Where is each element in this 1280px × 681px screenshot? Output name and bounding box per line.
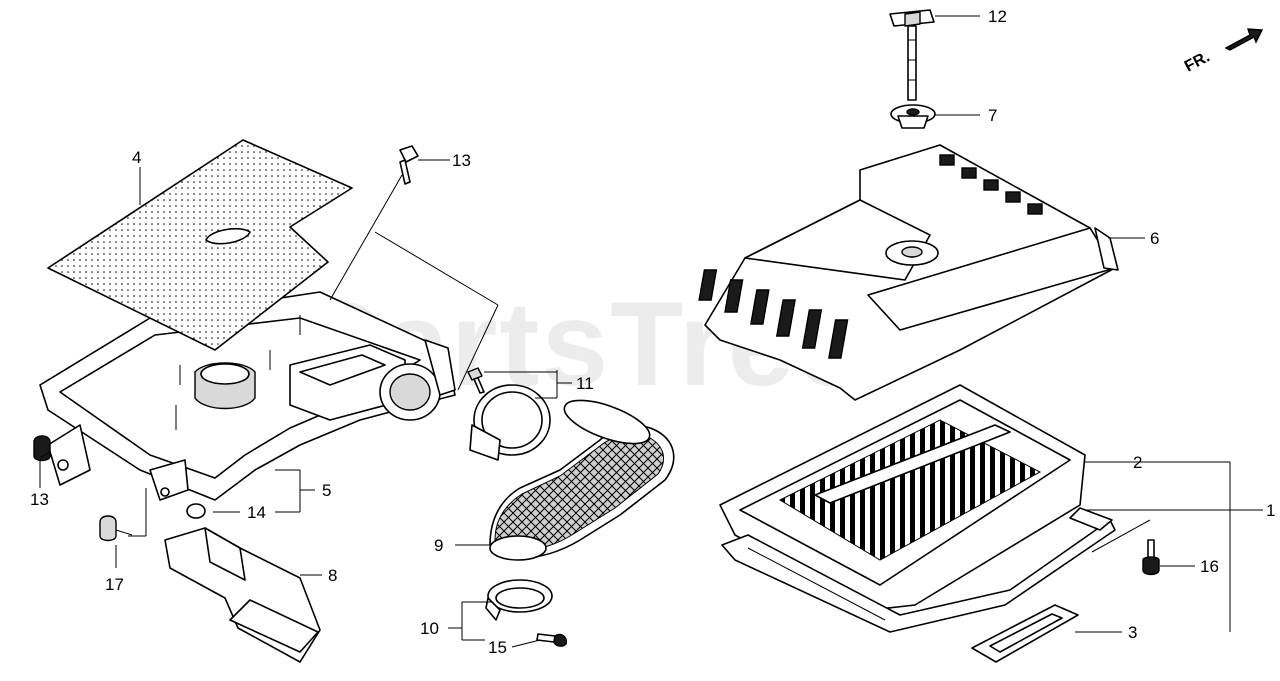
filter-sheet-part-4 <box>47 139 353 351</box>
bolt-11 <box>467 367 485 394</box>
bolt-15 <box>536 633 568 647</box>
air-cleaner-lower-housing <box>39 291 456 501</box>
bolt-13-upper <box>399 145 419 185</box>
intake-duct-part-8 <box>164 527 321 663</box>
callout-12: 12 <box>988 7 1007 26</box>
front-direction-indicator: FR. <box>1182 28 1264 76</box>
cover-vent-slots <box>698 154 1043 359</box>
callout-2: 2 <box>1133 453 1142 472</box>
bolt-16 <box>1142 539 1160 576</box>
callout-13-left: 13 <box>30 490 49 509</box>
direction-label: FR. <box>1182 48 1213 75</box>
leader-lines <box>39 15 1263 648</box>
callout-labels: 4 13 13 14 5 17 8 11 9 10 15 12 7 6 2 1 … <box>30 7 1275 657</box>
bolt-13-left <box>33 435 51 462</box>
callout-14: 14 <box>247 503 266 522</box>
callout-9: 9 <box>434 536 443 555</box>
callout-3: 3 <box>1128 623 1137 642</box>
air-cleaner-cover-part-6 <box>698 144 1119 401</box>
callout-8: 8 <box>328 566 337 585</box>
intake-hose-part-9 <box>489 399 675 561</box>
hose-band-part-10 <box>485 579 553 621</box>
bolt-17 <box>99 515 133 542</box>
callout-16: 16 <box>1200 557 1219 576</box>
hose-band-part-11 <box>469 384 551 461</box>
callout-11: 11 <box>576 374 594 393</box>
arrow-icon <box>1224 28 1264 51</box>
air-filter-element-part-2 <box>719 384 1086 611</box>
gasket-part-3 <box>971 604 1079 663</box>
filter-frame-part-1 <box>721 507 1116 633</box>
grommet-part-7 <box>890 104 936 129</box>
callout-17: 17 <box>105 575 124 594</box>
stud-bolt-part-12 <box>889 9 935 101</box>
callout-1: 1 <box>1266 501 1275 520</box>
callout-5: 5 <box>322 481 331 500</box>
callout-6: 6 <box>1150 229 1159 248</box>
callout-15: 15 <box>488 638 507 657</box>
callout-10: 10 <box>420 619 439 638</box>
grommet-14 <box>186 503 206 519</box>
callout-13-upper: 13 <box>452 151 471 170</box>
callout-7: 7 <box>988 106 997 125</box>
callout-4: 4 <box>132 148 141 167</box>
